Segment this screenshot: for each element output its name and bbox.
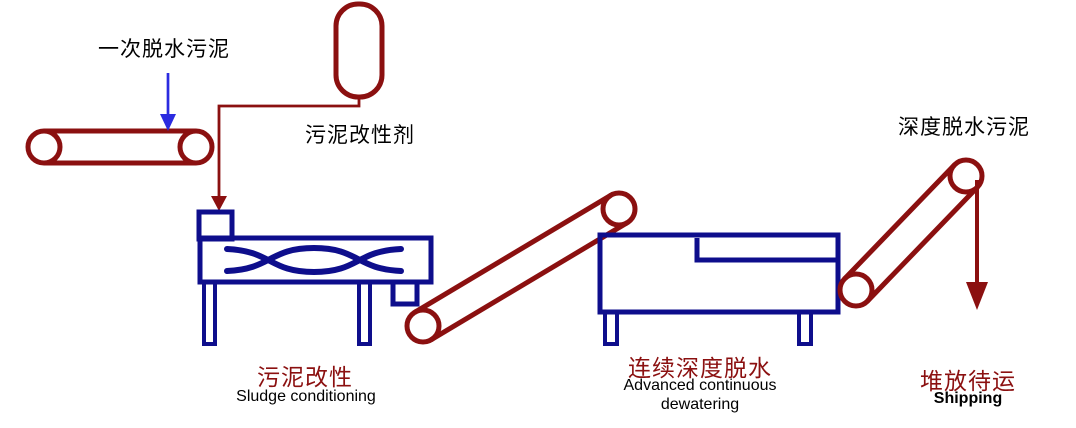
mixer-outlet-port [390,279,420,307]
dosing-arrow-head [211,196,227,211]
conveyor1-belt-top [413,193,613,315]
dewatering-inner-chamber [694,238,836,263]
stage1-title-en: Sludge conditioning [236,388,376,405]
feed-conveyor-roller-right [177,128,215,166]
dewatering-machine [597,232,841,346]
output-sludge-label: 深度脱水污泥 [898,115,1030,139]
conveyor1-roller-lower [404,307,442,345]
conveyor2-roller-lower [837,271,875,309]
mixer-screw-blade-a [224,246,404,276]
discharge-arrow [966,180,988,310]
stage3-title-en: Shipping [933,390,1003,407]
conveyor2-roller-upper [947,157,985,195]
input-arrow [160,73,176,131]
mixer-screw-blade-b [224,244,404,274]
mixer-leg-left [202,280,217,346]
stage2-title-en: Advanced continuous dewatering [623,377,777,413]
stage2-title-zh: 连续深度脱水 [628,356,772,381]
stage3-title-zh: 堆放待运 [920,369,1016,394]
input-sludge-label: 一次脱水污泥 [98,37,230,61]
conveyor1-roller-upper [600,190,638,228]
discharge-arrow-head [966,282,988,310]
dosing-line [211,97,361,211]
dewatering-leg-left [603,310,619,346]
dewatering-leg-right [797,310,813,346]
mixer-inlet-port [196,209,235,242]
dewatering-body [597,232,841,315]
conveyor2-belt-top [842,163,957,281]
tank-vessel [333,1,385,100]
modifier-agent-label: 污泥改性剂 [305,123,415,147]
feed-conveyor [25,128,215,166]
inclined-conveyor-2 [837,157,985,309]
feed-conveyor-roller-left [25,128,63,166]
mixer-body [197,235,434,285]
conditioning-mixer [196,209,434,346]
conveyor1-belt-bottom [429,220,629,342]
input-arrow-head [160,114,176,131]
stage1-title-zh: 污泥改性 [257,365,353,390]
modifier-tank [333,1,385,100]
inclined-conveyor-1 [404,190,638,345]
conveyor2-belt-bottom [865,185,980,303]
dosing-pipe [217,97,361,198]
mixer-leg-right [357,280,372,346]
